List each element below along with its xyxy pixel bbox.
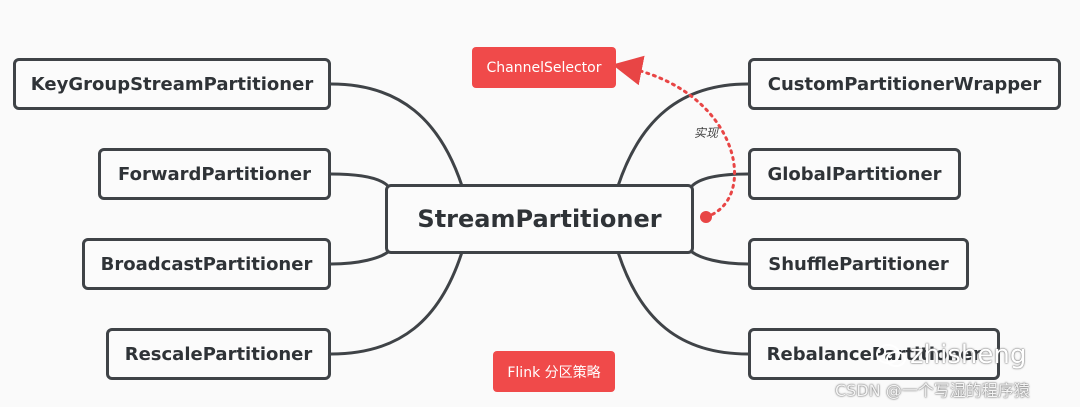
implements-arrow-origin [700, 211, 712, 223]
node-keygroup-stream-partitioner[interactable]: KeyGroupStreamPartitioner [13, 58, 331, 110]
node-rebalance-partitioner[interactable]: RebalancePartitioner [748, 328, 1000, 380]
watermark-name: zhisheng [910, 340, 1027, 370]
implements-label: 实现 [694, 126, 719, 140]
tag-channel-selector[interactable]: ChannelSelector [472, 47, 616, 88]
connector-global [690, 172, 749, 188]
connector-broadcast [330, 250, 389, 266]
tag-flink-partition-strategy[interactable]: Flink 分区策略 [493, 351, 615, 392]
connector-rescale [330, 251, 464, 356]
node-global-partitioner[interactable]: GlobalPartitioner [748, 148, 961, 200]
wechat-icon [876, 344, 906, 367]
node-broadcast-partitioner[interactable]: BroadcastPartitioner [82, 238, 331, 290]
connector-shuffle [691, 250, 749, 266]
node-custom-partitioner-wrapper[interactable]: CustomPartitionerWrapper [748, 58, 1061, 110]
connector-rebalance [616, 251, 749, 356]
node-rescale-partitioner[interactable]: RescalePartitioner [106, 328, 331, 380]
connector-forward [330, 172, 390, 188]
watermark-source: CSDN @一个写湿的程序猿 [835, 381, 1030, 400]
node-shuffle-partitioner[interactable]: ShufflePartitioner [748, 238, 969, 290]
connector-keygroup [330, 82, 464, 187]
node-stream-partitioner[interactable]: StreamPartitioner [385, 184, 694, 254]
connector-custom [616, 82, 749, 187]
implements-arrow [612, 55, 737, 219]
node-forward-partitioner[interactable]: ForwardPartitioner [98, 148, 331, 200]
